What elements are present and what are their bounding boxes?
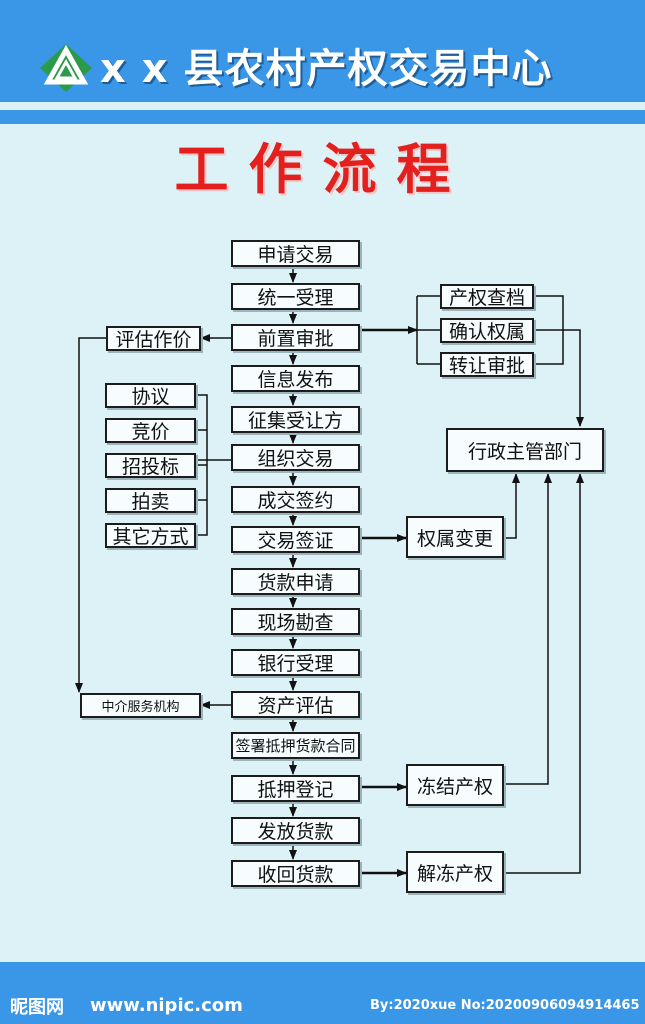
step-pre-approval: 前置审批 (231, 324, 360, 351)
authority-box: 行政主管部门 (446, 428, 604, 472)
agency-box: 中介服务机构 (80, 693, 201, 718)
org-name: x x 县农村产权交易中心 (100, 46, 553, 92)
pre-transfer-approval: 转让审批 (440, 352, 534, 377)
site-name: 昵图网 (10, 997, 64, 1018)
step-loan-apply: 货款申请 (231, 568, 360, 595)
header-bar (0, 0, 645, 102)
step-disburse: 发放货款 (231, 817, 360, 844)
method-agreement: 协议 (105, 383, 196, 408)
step-accept: 统一受理 (231, 283, 360, 310)
step-publish: 信息发布 (231, 365, 360, 392)
valuation-box: 评估作价 (106, 326, 201, 351)
ownership-change-box: 权属变更 (406, 516, 504, 558)
unfreeze-box: 解冻产权 (406, 851, 504, 893)
step-asset-eval: 资产评估 (231, 691, 360, 718)
logo-icon (40, 44, 92, 92)
step-apply: 申请交易 (231, 240, 360, 267)
step-organize: 组织交易 (231, 444, 360, 471)
freeze-box: 冻结产权 (406, 764, 504, 806)
pre-check-title: 产权查档 (440, 284, 534, 309)
step-mortgage-register: 抵押登记 (231, 775, 360, 802)
step-bank: 银行受理 (231, 649, 360, 676)
method-auction: 拍卖 (105, 488, 196, 513)
step-sign: 成交签约 (231, 486, 360, 513)
page-title: 工作流程 (174, 137, 471, 201)
header-stripe (0, 110, 645, 124)
step-mortgage-contract: 签署抵押货款合同 (231, 732, 360, 759)
step-visa: 交易签证 (231, 526, 360, 553)
step-recover: 收回货款 (231, 860, 360, 887)
method-tender: 招投标 (105, 453, 196, 478)
site-url[interactable]: www.nipic.com (90, 995, 243, 1016)
step-solicit: 征集受让方 (231, 406, 360, 433)
step-survey: 现场勘查 (231, 608, 360, 635)
credit-text: By:2020xue No:20200906094914465 (370, 998, 640, 1013)
method-other: 其它方式 (105, 523, 196, 548)
footer-bar (0, 962, 645, 1024)
pre-confirm-ownership: 确认权属 (440, 318, 534, 343)
method-bidding: 竞价 (105, 418, 196, 443)
